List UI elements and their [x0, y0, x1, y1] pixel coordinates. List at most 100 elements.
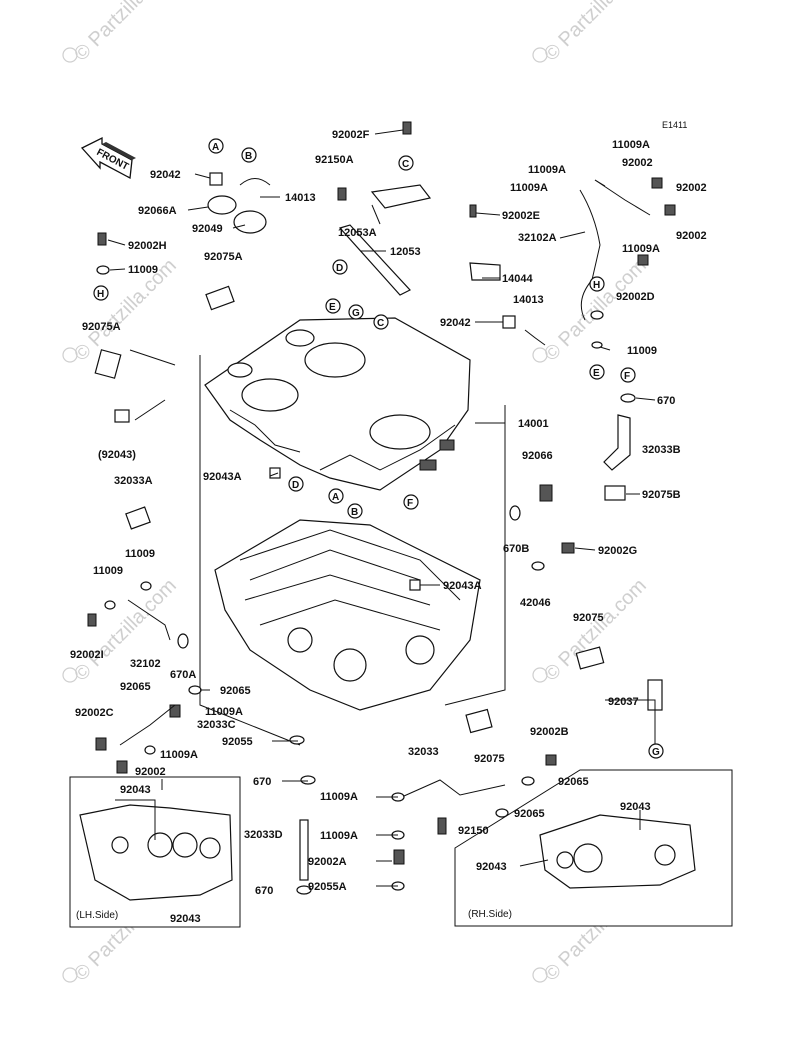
- watermark-text: © Partzilla.com: [540, 0, 651, 66]
- part-label: 32033B: [642, 444, 681, 456]
- part-label: 92075B: [642, 489, 681, 501]
- letter-c-marker: C: [373, 314, 389, 330]
- part-label: 11009A: [622, 243, 660, 255]
- part-label: 92066A: [138, 205, 177, 217]
- part-label: 92065: [220, 685, 251, 697]
- svg-text:F: F: [624, 371, 630, 382]
- letter-h-marker: H: [589, 276, 605, 292]
- part-label: 92002A: [308, 856, 347, 868]
- part-label: 92150: [458, 825, 489, 837]
- part-label: 92065: [558, 776, 589, 788]
- part-label: 92002: [622, 157, 653, 169]
- part-label: 92043: [620, 801, 651, 813]
- letter-h-marker: H: [93, 285, 109, 301]
- part-label: 92002: [676, 230, 707, 242]
- part-label: 92002B: [530, 726, 569, 738]
- svg-text:C: C: [377, 318, 384, 329]
- part-label: 42046: [520, 597, 551, 609]
- letter-markers: A B C D H E G C H E F D A F B G: [93, 138, 664, 759]
- part-label: 11009: [128, 264, 158, 276]
- part-label: 14013: [285, 192, 316, 204]
- part-label: 11009A: [528, 164, 566, 176]
- part-label: 92002D: [616, 291, 655, 303]
- part-label: 14044: [502, 273, 533, 285]
- watermark-text: © Partzilla.com: [70, 255, 181, 366]
- part-label: 92002I: [70, 649, 104, 661]
- letter-b-marker: B: [241, 147, 257, 163]
- letter-a-marker: A: [208, 138, 224, 154]
- part-label: 12053A: [338, 227, 377, 239]
- part-label: 92043A: [443, 580, 482, 592]
- svg-text:F: F: [407, 498, 413, 509]
- part-label: 11009A: [160, 749, 198, 761]
- letter-g-marker: G: [648, 743, 664, 759]
- rh-side-label: (RH.Side): [468, 909, 512, 920]
- letter-c-marker: C: [398, 155, 414, 171]
- part-label: 670: [255, 885, 273, 897]
- part-label: 92043: [476, 861, 507, 873]
- part-label: 32033D: [244, 829, 283, 841]
- part-label: 92042: [150, 169, 181, 181]
- svg-text:C: C: [402, 159, 409, 170]
- part-label: 92043: [120, 784, 151, 796]
- part-label: 11009: [627, 345, 657, 357]
- part-label: 11009: [93, 565, 123, 577]
- part-label: 92002F: [332, 129, 370, 141]
- part-label: 92002C: [75, 707, 114, 719]
- watermark-text: © Partzilla.com: [70, 575, 181, 686]
- part-label: 92150A: [315, 154, 354, 166]
- watermark-text: © Partzilla.com: [70, 0, 181, 66]
- svg-text:E: E: [329, 302, 336, 313]
- svg-text:A: A: [332, 492, 339, 503]
- part-label: 11009A: [510, 182, 548, 194]
- diagram-code: E1411: [662, 120, 687, 130]
- letter-e-marker: E: [589, 364, 605, 380]
- part-label: 11009A: [205, 706, 243, 718]
- part-label: 14001: [518, 418, 549, 430]
- leader-lines: [107, 129, 656, 887]
- part-label: 92065: [514, 808, 545, 820]
- part-label: 670A: [170, 669, 196, 681]
- part-label: 92049: [192, 223, 223, 235]
- lh-side-label: (LH.Side): [76, 910, 118, 921]
- svg-text:H: H: [593, 280, 600, 291]
- part-label: 92066: [522, 450, 553, 462]
- watermark-text: © Partzilla.com: [540, 575, 651, 686]
- part-label: 11009A: [320, 791, 358, 803]
- part-label: 92002H: [128, 240, 167, 252]
- upper-crankcase: [204, 317, 471, 491]
- svg-text:D: D: [292, 480, 299, 491]
- front-arrow-icon: FRONT: [80, 136, 136, 180]
- part-label: 92043: [170, 913, 201, 925]
- part-label: 32033: [408, 746, 439, 758]
- part-label: 14013: [513, 294, 544, 306]
- svg-text:H: H: [97, 289, 104, 300]
- part-label: 32033A: [114, 475, 153, 487]
- part-label: 92042: [440, 317, 471, 329]
- svg-text:G: G: [652, 747, 660, 758]
- part-label: 92002G: [598, 545, 637, 557]
- part-label: 12053: [390, 246, 421, 258]
- part-label: 670: [657, 395, 675, 407]
- part-label: 92075A: [82, 321, 121, 333]
- part-label: 32033C: [197, 719, 236, 731]
- svg-text:B: B: [351, 507, 358, 518]
- letter-e-marker: E: [325, 298, 341, 314]
- lower-crankcase: [214, 519, 481, 711]
- part-label: 32102A: [518, 232, 557, 244]
- part-label: 11009: [125, 548, 155, 560]
- connector-lines: [129, 349, 506, 746]
- part-label: 92043A: [203, 471, 242, 483]
- letter-d-marker: D: [288, 476, 304, 492]
- part-label: 92002: [676, 182, 707, 194]
- part-label: 92075A: [204, 251, 243, 263]
- svg-text:E: E: [593, 368, 600, 379]
- part-label: 11009A: [612, 139, 650, 151]
- part-label: 92002: [135, 766, 166, 778]
- svg-text:G: G: [352, 308, 360, 319]
- svg-text:A: A: [212, 142, 219, 153]
- letter-a-marker: A: [328, 488, 344, 504]
- part-labels: 92002F 92042 14013 92150A 92066A 92049 1…: [70, 129, 707, 925]
- letter-f-marker: F: [620, 367, 636, 383]
